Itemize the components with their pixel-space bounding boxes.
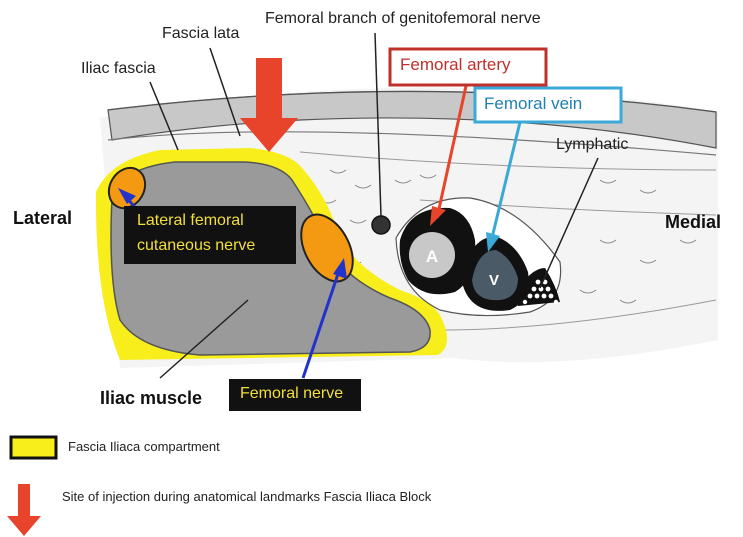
genitofemoral-nerve-dot [372,216,390,234]
femoral-artery-label: Femoral artery [400,55,511,75]
medial-label: Medial [665,212,721,233]
fascia-lata-label: Fascia lata [162,25,239,43]
lfcn-label-line1: Lateral femoral [137,212,244,230]
iliac-fascia-label: Iliac fascia [81,60,156,78]
legend-injection-arrow [7,484,41,536]
legend-compartment-text: Fascia Iliaca compartment [68,439,220,454]
legend-injection-text: Site of injection during anatomical land… [62,489,431,504]
genitofemoral-label: Femoral branch of genitofemoral nerve [265,10,541,28]
artery-letter: A [426,247,438,266]
iliac-muscle-label: Iliac muscle [100,388,202,409]
legend-compartment-swatch [11,437,56,458]
lymphatic-label: Lymphatic [556,136,628,154]
femoral-vein-label: Femoral vein [484,94,582,114]
lateral-label: Lateral [13,208,72,229]
femoral-nerve-label: Femoral nerve [240,385,343,403]
vein-letter: V [489,272,499,289]
lfcn-label-line2: cutaneous nerve [137,237,255,255]
